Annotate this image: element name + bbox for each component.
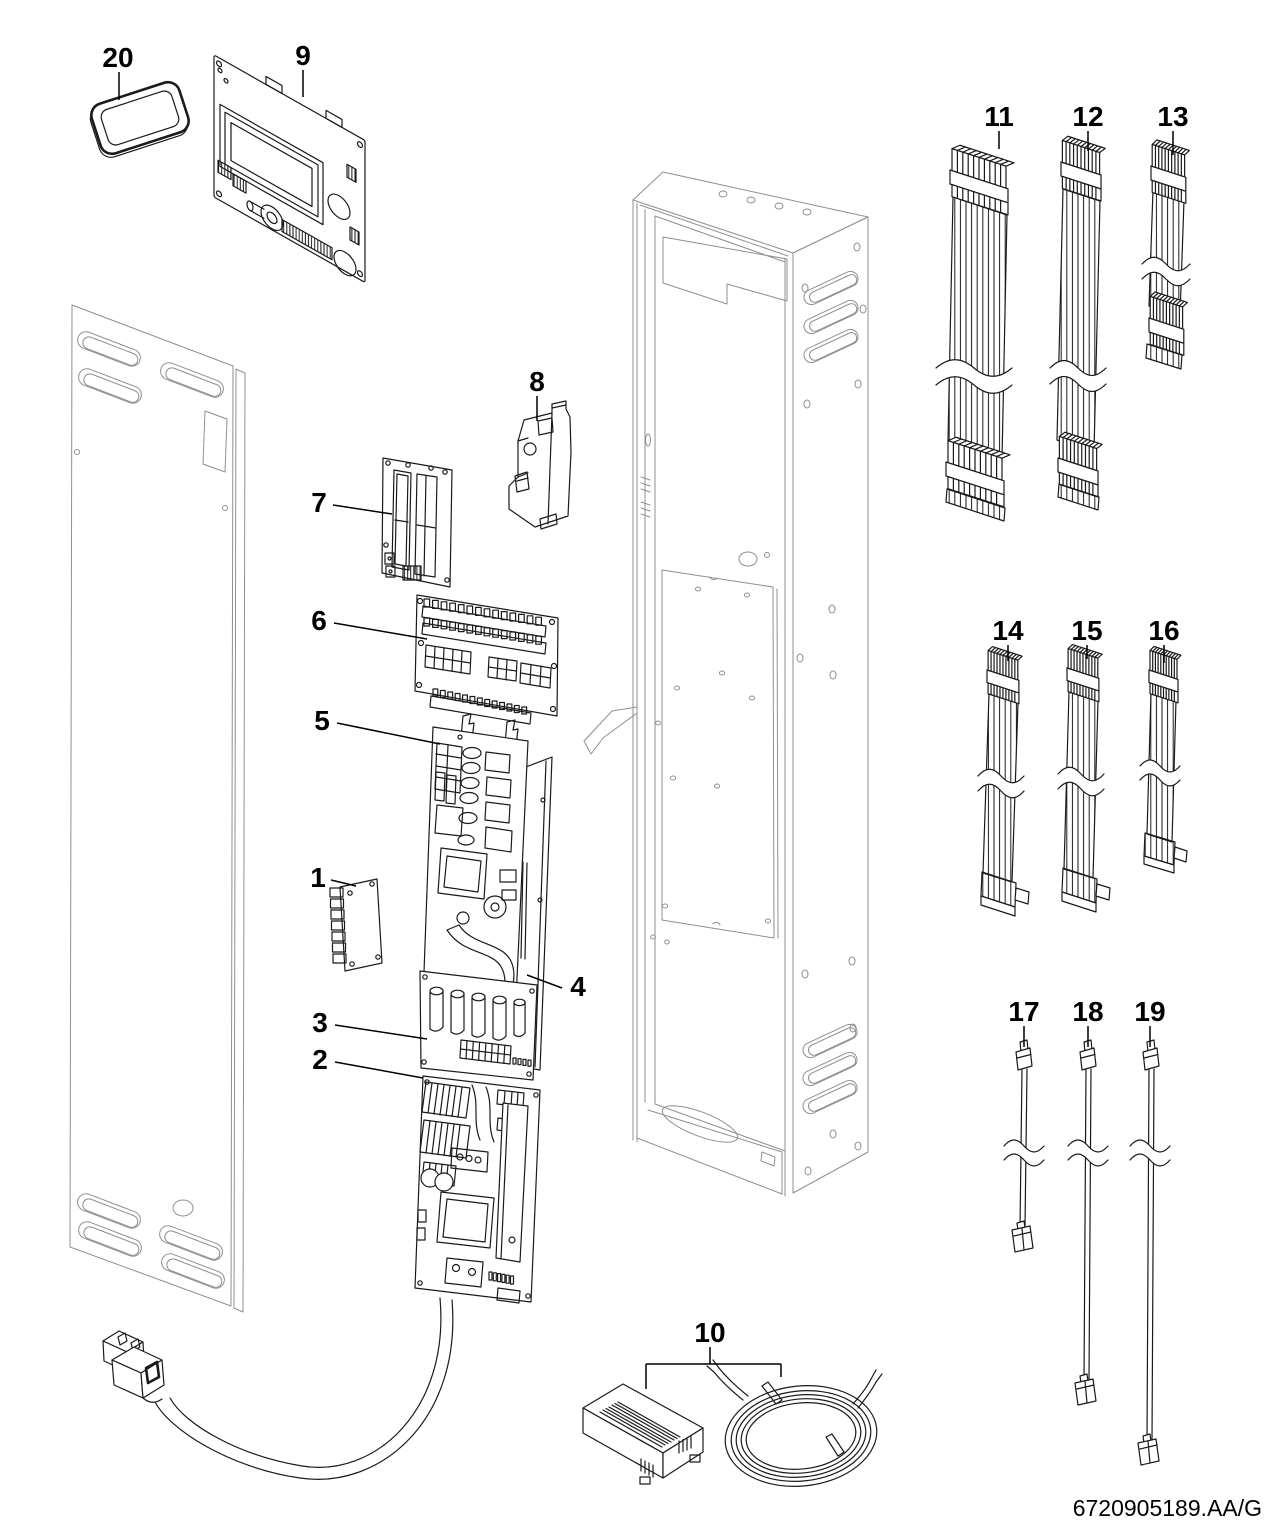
cable-17-wire [1004, 1039, 1044, 1253]
panel-hole [173, 1200, 193, 1216]
part-5-control-board [424, 714, 528, 1000]
cable-14-ribbon [978, 644, 1029, 916]
cable-19-wire [1130, 1039, 1170, 1466]
power-cord [103, 1298, 453, 1479]
part-8-circuit-breaker [509, 401, 571, 529]
callout-1: 1 [310, 862, 326, 893]
cable-15-ribbon [1058, 642, 1110, 912]
cable-16-ribbon [1140, 644, 1187, 873]
cable-11-ribbon [936, 141, 1015, 521]
part-2-supply-board [415, 1076, 540, 1303]
callout-17: 17 [1008, 996, 1039, 1027]
callout-14: 14 [992, 615, 1024, 646]
back-panel [70, 305, 245, 1312]
part-20-card [86, 79, 192, 160]
callout-leader-lines [119, 70, 1173, 1389]
panel-label-area [203, 411, 227, 472]
cable-coil [707, 1360, 882, 1494]
callout-5: 5 [314, 705, 330, 736]
cable-18-wire [1068, 1039, 1108, 1406]
part-3-power-board [420, 971, 537, 1080]
callout-16: 16 [1148, 615, 1179, 646]
part-10-psu-kit [583, 1360, 882, 1494]
callout-8: 8 [529, 366, 545, 397]
part-9-display-module [214, 47, 365, 285]
callout-3: 3 [312, 1007, 328, 1038]
enclosure-frame [584, 172, 868, 1196]
callout-11: 11 [984, 101, 1014, 132]
callout-13: 13 [1157, 101, 1188, 132]
power-supply-box [583, 1384, 703, 1484]
part-6-terminal-board [415, 595, 558, 724]
callout-19: 19 [1134, 996, 1165, 1027]
callout-18: 18 [1072, 996, 1103, 1027]
cable-12-ribbon [1050, 133, 1106, 510]
part-1-connector-board [330, 879, 382, 971]
callout-9: 9 [295, 40, 311, 71]
document-number: 6720905189.AA/G [1073, 1495, 1262, 1521]
callout-7: 7 [311, 487, 327, 518]
callout-15: 15 [1071, 615, 1102, 646]
cable-13-ribbon [1142, 137, 1190, 369]
callout-4: 4 [570, 971, 586, 1002]
callout-12: 12 [1072, 101, 1103, 132]
callout-2: 2 [312, 1044, 328, 1075]
part-7-board [382, 458, 452, 587]
callout-6: 6 [311, 605, 327, 636]
power-plug [103, 1331, 164, 1402]
callout-20: 20 [102, 42, 133, 73]
callout-10: 10 [694, 1317, 725, 1348]
